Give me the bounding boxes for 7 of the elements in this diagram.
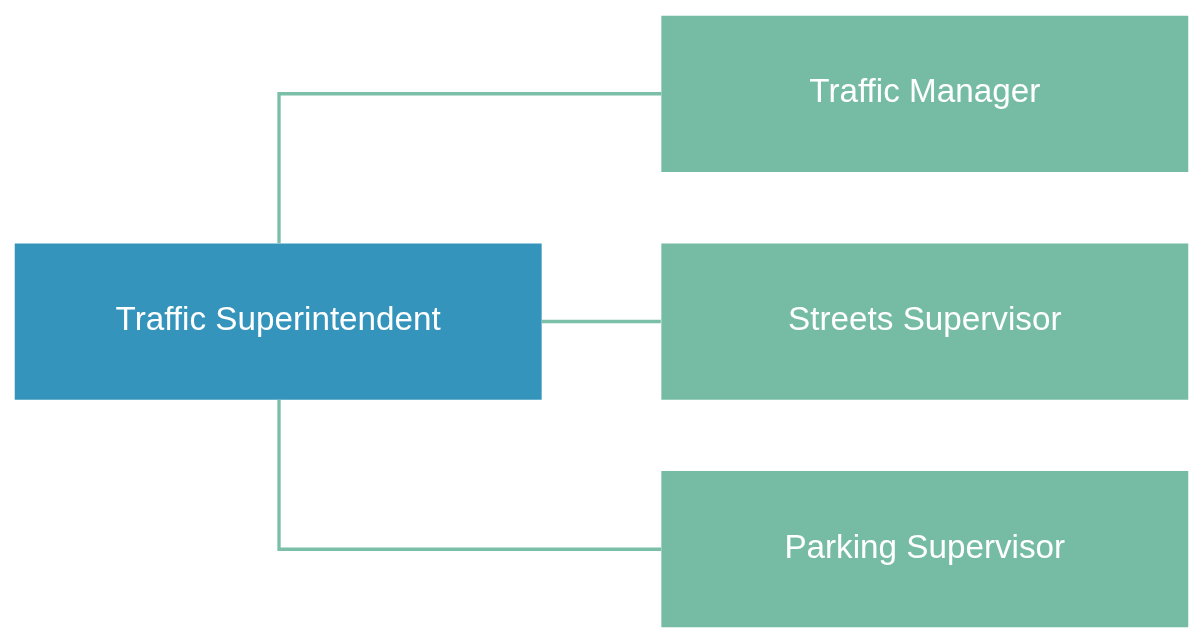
node-box: Streets Supervisor bbox=[661, 242, 1189, 400]
node-box: Parking Supervisor bbox=[661, 470, 1189, 627]
connector bbox=[541, 319, 661, 323]
node-box: Traffic Manager bbox=[661, 15, 1189, 172]
node-box: Traffic Superintendent bbox=[14, 242, 542, 400]
connector bbox=[277, 399, 662, 551]
connector bbox=[277, 91, 662, 243]
